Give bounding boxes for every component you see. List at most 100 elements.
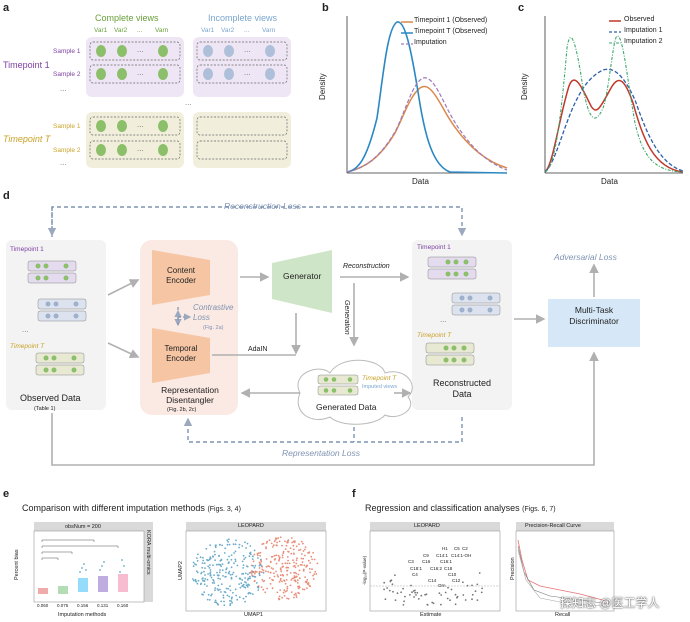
umap-point — [243, 586, 245, 588]
volcano-point — [471, 598, 473, 601]
umap-point — [196, 557, 198, 559]
legend-b-1: Timepoint 1 (Observed) — [414, 17, 488, 24]
umap-point — [234, 550, 237, 553]
box-value-4: 0.131 — [97, 603, 109, 608]
umap-point — [284, 562, 287, 565]
umap-point — [223, 552, 226, 554]
umap-point — [283, 589, 286, 592]
umap-point — [275, 544, 278, 547]
umap-point — [286, 597, 288, 600]
sample-2-label-tp1: Sample 2 — [53, 71, 81, 78]
umap-point — [235, 594, 237, 597]
umap-point — [295, 545, 298, 548]
reconstructed-data-label: Reconstructed Data — [432, 378, 492, 399]
umap-point — [281, 554, 284, 557]
volcano-point — [424, 593, 426, 596]
umap-point — [300, 540, 303, 543]
row-dots-1: ··· — [137, 48, 144, 55]
obs-timepoint-T: Timepoint T — [10, 343, 45, 350]
umap-point — [279, 568, 282, 571]
volcano-point — [386, 587, 388, 589]
umap-point — [218, 571, 221, 574]
umap-point — [293, 572, 295, 574]
volcano-point — [389, 580, 392, 583]
timepoint-1-label: Timepoint 1 — [3, 60, 50, 70]
umap-point — [277, 575, 279, 578]
umap-point — [215, 563, 218, 566]
umap-point — [288, 562, 291, 565]
umap-point — [296, 579, 299, 582]
umap-point — [281, 580, 283, 583]
panel-e-umap — [185, 522, 327, 612]
umap-point — [245, 565, 248, 567]
volcano-point — [471, 593, 474, 596]
volcano-point — [426, 604, 429, 606]
umap-point — [278, 540, 281, 543]
observed-data-ref: (Table 1) — [34, 406, 56, 412]
complete-view-dots — [96, 45, 168, 156]
umap-point — [270, 542, 273, 545]
umap-point — [242, 583, 245, 586]
umap-point — [306, 578, 309, 581]
umap-point — [249, 575, 251, 578]
umap-point — [217, 574, 219, 577]
volcano-point — [447, 586, 449, 589]
umap-point — [293, 575, 296, 577]
umap-point — [206, 598, 209, 601]
volcano-point — [415, 594, 417, 596]
umap-point — [298, 585, 300, 588]
umap-point — [222, 596, 225, 599]
umap-point — [220, 591, 222, 593]
curve-imputation-2 — [544, 35, 684, 173]
umap-point — [238, 583, 241, 585]
umap-point — [245, 581, 247, 584]
umap-point — [282, 550, 285, 553]
umap-point — [199, 556, 202, 559]
volcano-point — [396, 592, 399, 595]
umap-point — [221, 563, 224, 565]
umap-point — [259, 554, 261, 557]
volcano-point — [425, 593, 428, 596]
umap-point — [284, 582, 287, 585]
reconstruction-loss-label: Reconstruction Loss — [224, 201, 302, 211]
umap-point — [292, 548, 295, 551]
umap-point — [252, 560, 255, 563]
umap-point — [212, 578, 214, 581]
umap-point — [217, 603, 219, 606]
umap-point — [220, 600, 223, 603]
umap-point — [246, 584, 249, 587]
umap-point — [229, 585, 231, 587]
umap-point — [220, 583, 223, 586]
umap-point — [202, 593, 204, 596]
umap-point — [209, 569, 212, 571]
umap-point — [228, 555, 230, 558]
umap-point — [254, 570, 257, 573]
umap-point — [261, 565, 264, 568]
volcano-title: LEOPARD — [414, 523, 440, 529]
umap-point — [261, 543, 264, 545]
umap-point — [214, 599, 217, 602]
legend-c-2: Imputation 1 — [624, 27, 663, 34]
sample-2-label-tpT: Sample 2 — [53, 147, 81, 154]
volcano-label: C14:1 — [436, 553, 449, 558]
sample-1-label-tp1: Sample 1 — [53, 48, 81, 55]
umap-point — [299, 548, 302, 551]
umap-point — [239, 577, 241, 580]
umap-point — [238, 546, 240, 549]
volcano-point — [462, 581, 464, 584]
umap-point — [260, 560, 263, 563]
umap-point — [256, 552, 259, 555]
umap-point — [247, 592, 250, 594]
panel-b-density-plot — [346, 16, 508, 174]
umap-point — [277, 537, 280, 539]
umap-point — [205, 547, 208, 550]
umap-point — [307, 559, 310, 562]
umap-point — [219, 588, 221, 591]
umap-point — [208, 567, 211, 569]
volcano-point — [478, 572, 481, 574]
umap-point — [202, 556, 204, 559]
umap-point — [285, 579, 288, 581]
volcano-point — [409, 594, 411, 596]
umap-point — [297, 587, 300, 590]
umap-point — [232, 543, 235, 546]
